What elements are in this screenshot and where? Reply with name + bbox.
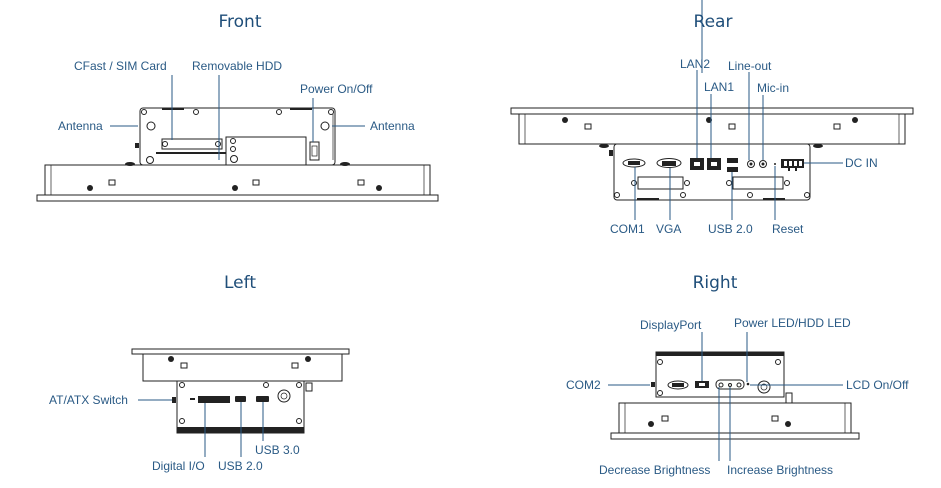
digital-io-label: Digital I/O <box>152 459 205 473</box>
power-onoff-label: Power On/Off <box>300 82 373 96</box>
usb20-rear-label: USB 2.0 <box>708 222 753 236</box>
right-view-title: Right <box>692 273 738 293</box>
front-device-drawing <box>36 107 439 202</box>
antenna-right-label: Antenna <box>370 119 415 133</box>
usb30-left-label: USB 3.0 <box>255 443 300 457</box>
rear-bezel <box>518 113 906 145</box>
front-view-title: Front <box>218 12 262 32</box>
increase-brightness-button <box>736 382 742 388</box>
vga-label: VGA <box>656 222 682 236</box>
reset-button <box>774 163 776 165</box>
lan1-label: LAN1 <box>704 80 735 94</box>
displayport-label: DisplayPort <box>640 318 702 332</box>
dc-in-label: DC IN <box>845 156 878 170</box>
digital-io-connector <box>198 396 230 403</box>
left-bezel-lip <box>131 348 350 355</box>
right-fan-vent <box>757 380 771 394</box>
cfast-sim-slot <box>161 138 223 150</box>
at-atx-label: AT/ATX Switch <box>49 393 128 407</box>
right-device-drawing <box>610 351 860 440</box>
line-out-label: Line-out <box>728 59 772 73</box>
lan2-label: LAN2 <box>680 57 711 71</box>
right-bezel <box>618 402 852 434</box>
decrease-brightness-button <box>718 382 724 388</box>
left-usb20-port <box>235 396 246 402</box>
mic-in-label: Mic-in <box>757 81 789 95</box>
at-atx-switch <box>172 397 176 403</box>
com1-label: COM1 <box>610 222 645 236</box>
lcd-onoff-label: LCD On/Off <box>846 378 909 392</box>
rear-device-drawing <box>510 107 914 201</box>
front-antenna-right-port <box>320 121 330 131</box>
rear-usb-port-1 <box>727 158 738 163</box>
power-hdd-led-label: Power LED/HDD LED <box>734 316 851 330</box>
rear-chassis <box>613 143 811 201</box>
power-hdd-led <box>746 382 750 386</box>
left-usb30-port <box>256 396 269 402</box>
usb20-left-label: USB 2.0 <box>218 459 263 473</box>
rear-view-title: Rear <box>693 12 733 32</box>
front-antenna-left-port <box>146 121 156 131</box>
antenna-left-label: Antenna <box>58 119 103 133</box>
front-bezel <box>44 164 431 196</box>
reset-label: Reset <box>772 222 804 236</box>
rear-usb-port-2 <box>727 167 738 172</box>
front-bezel-lip <box>36 194 439 202</box>
power-switch <box>309 141 320 161</box>
rear-bezel-lip <box>510 107 914 115</box>
cfast-sim-label: CFast / SIM Card <box>74 59 167 73</box>
dc-in-connector <box>781 159 804 168</box>
left-view-title: Left <box>224 273 256 293</box>
removable-hdd-bay <box>225 136 307 166</box>
increase-brightness-label: Increase Brightness <box>727 463 834 477</box>
decrease-brightness-label: Decrease Brightness <box>599 463 711 477</box>
left-fan-vent <box>277 389 291 403</box>
com2-label: COM2 <box>566 378 601 392</box>
removable-hdd-label: Removable HDD <box>192 59 283 73</box>
right-bezel-lip <box>610 432 860 440</box>
